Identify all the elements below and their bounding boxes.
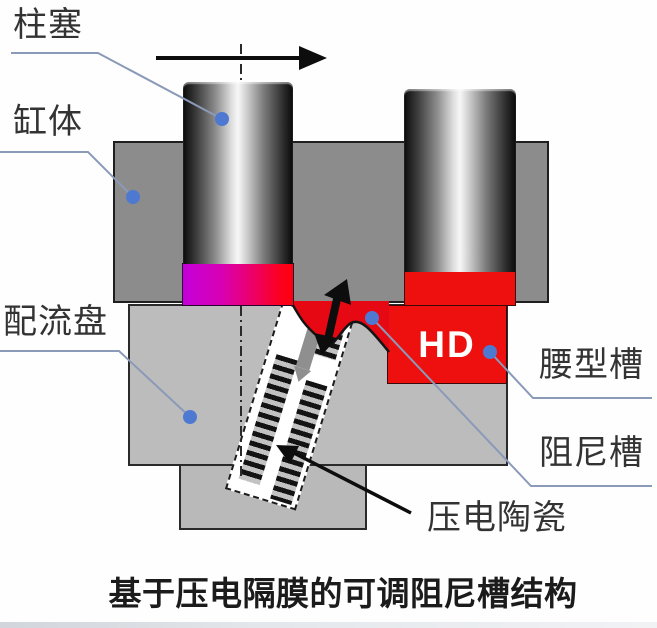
piezo-membrane: [291, 301, 389, 352]
leader-line-damping-groove: [371, 317, 652, 487]
leader-lines: [0, 52, 652, 487]
membrane-motion-arrow-icon: [314, 279, 351, 355]
hd-marker-text: HD: [418, 323, 476, 365]
label-cylinder-block: 缸体: [13, 103, 83, 141]
label-piezo-ceramic: 压电陶瓷: [427, 499, 567, 537]
leader-dot-waist-groove: [483, 345, 497, 359]
leader-line-valve-plate: [0, 350, 191, 418]
label-plunger: 柱塞: [13, 6, 83, 44]
leader-line-plunger: [11, 52, 223, 120]
leader-line-waist-groove: [489, 351, 652, 399]
leader-line-cylinder: [0, 151, 134, 198]
leader-dot-plunger: [215, 112, 229, 126]
leader-dot-damping-groove: [365, 311, 379, 325]
plunger-left: [183, 82, 293, 264]
label-waist-groove: 腰型槽: [539, 346, 644, 384]
right-piston-chamber: [404, 271, 516, 306]
waist-groove-hd-region: HD: [387, 305, 507, 384]
plunger-right: [404, 89, 516, 272]
piezo-ceramic-pointer-arrow-icon: [276, 445, 412, 515]
leader-dot-valve-plate: [183, 410, 197, 424]
diagram-caption: 基于压电隔膜的可调阻尼槽结构: [108, 575, 578, 612]
left-piston-chamber: [182, 263, 294, 306]
label-valve-plate: 配流盘: [3, 303, 108, 341]
label-damping-groove: 阻尼槽: [539, 434, 644, 472]
bottom-edge-shadow: [0, 622, 657, 628]
leader-dot-cylinder: [126, 190, 140, 204]
leader-dots: [126, 112, 497, 424]
membrane-edge: [289, 300, 390, 353]
flow-direction-arrow-icon: [156, 46, 327, 70]
